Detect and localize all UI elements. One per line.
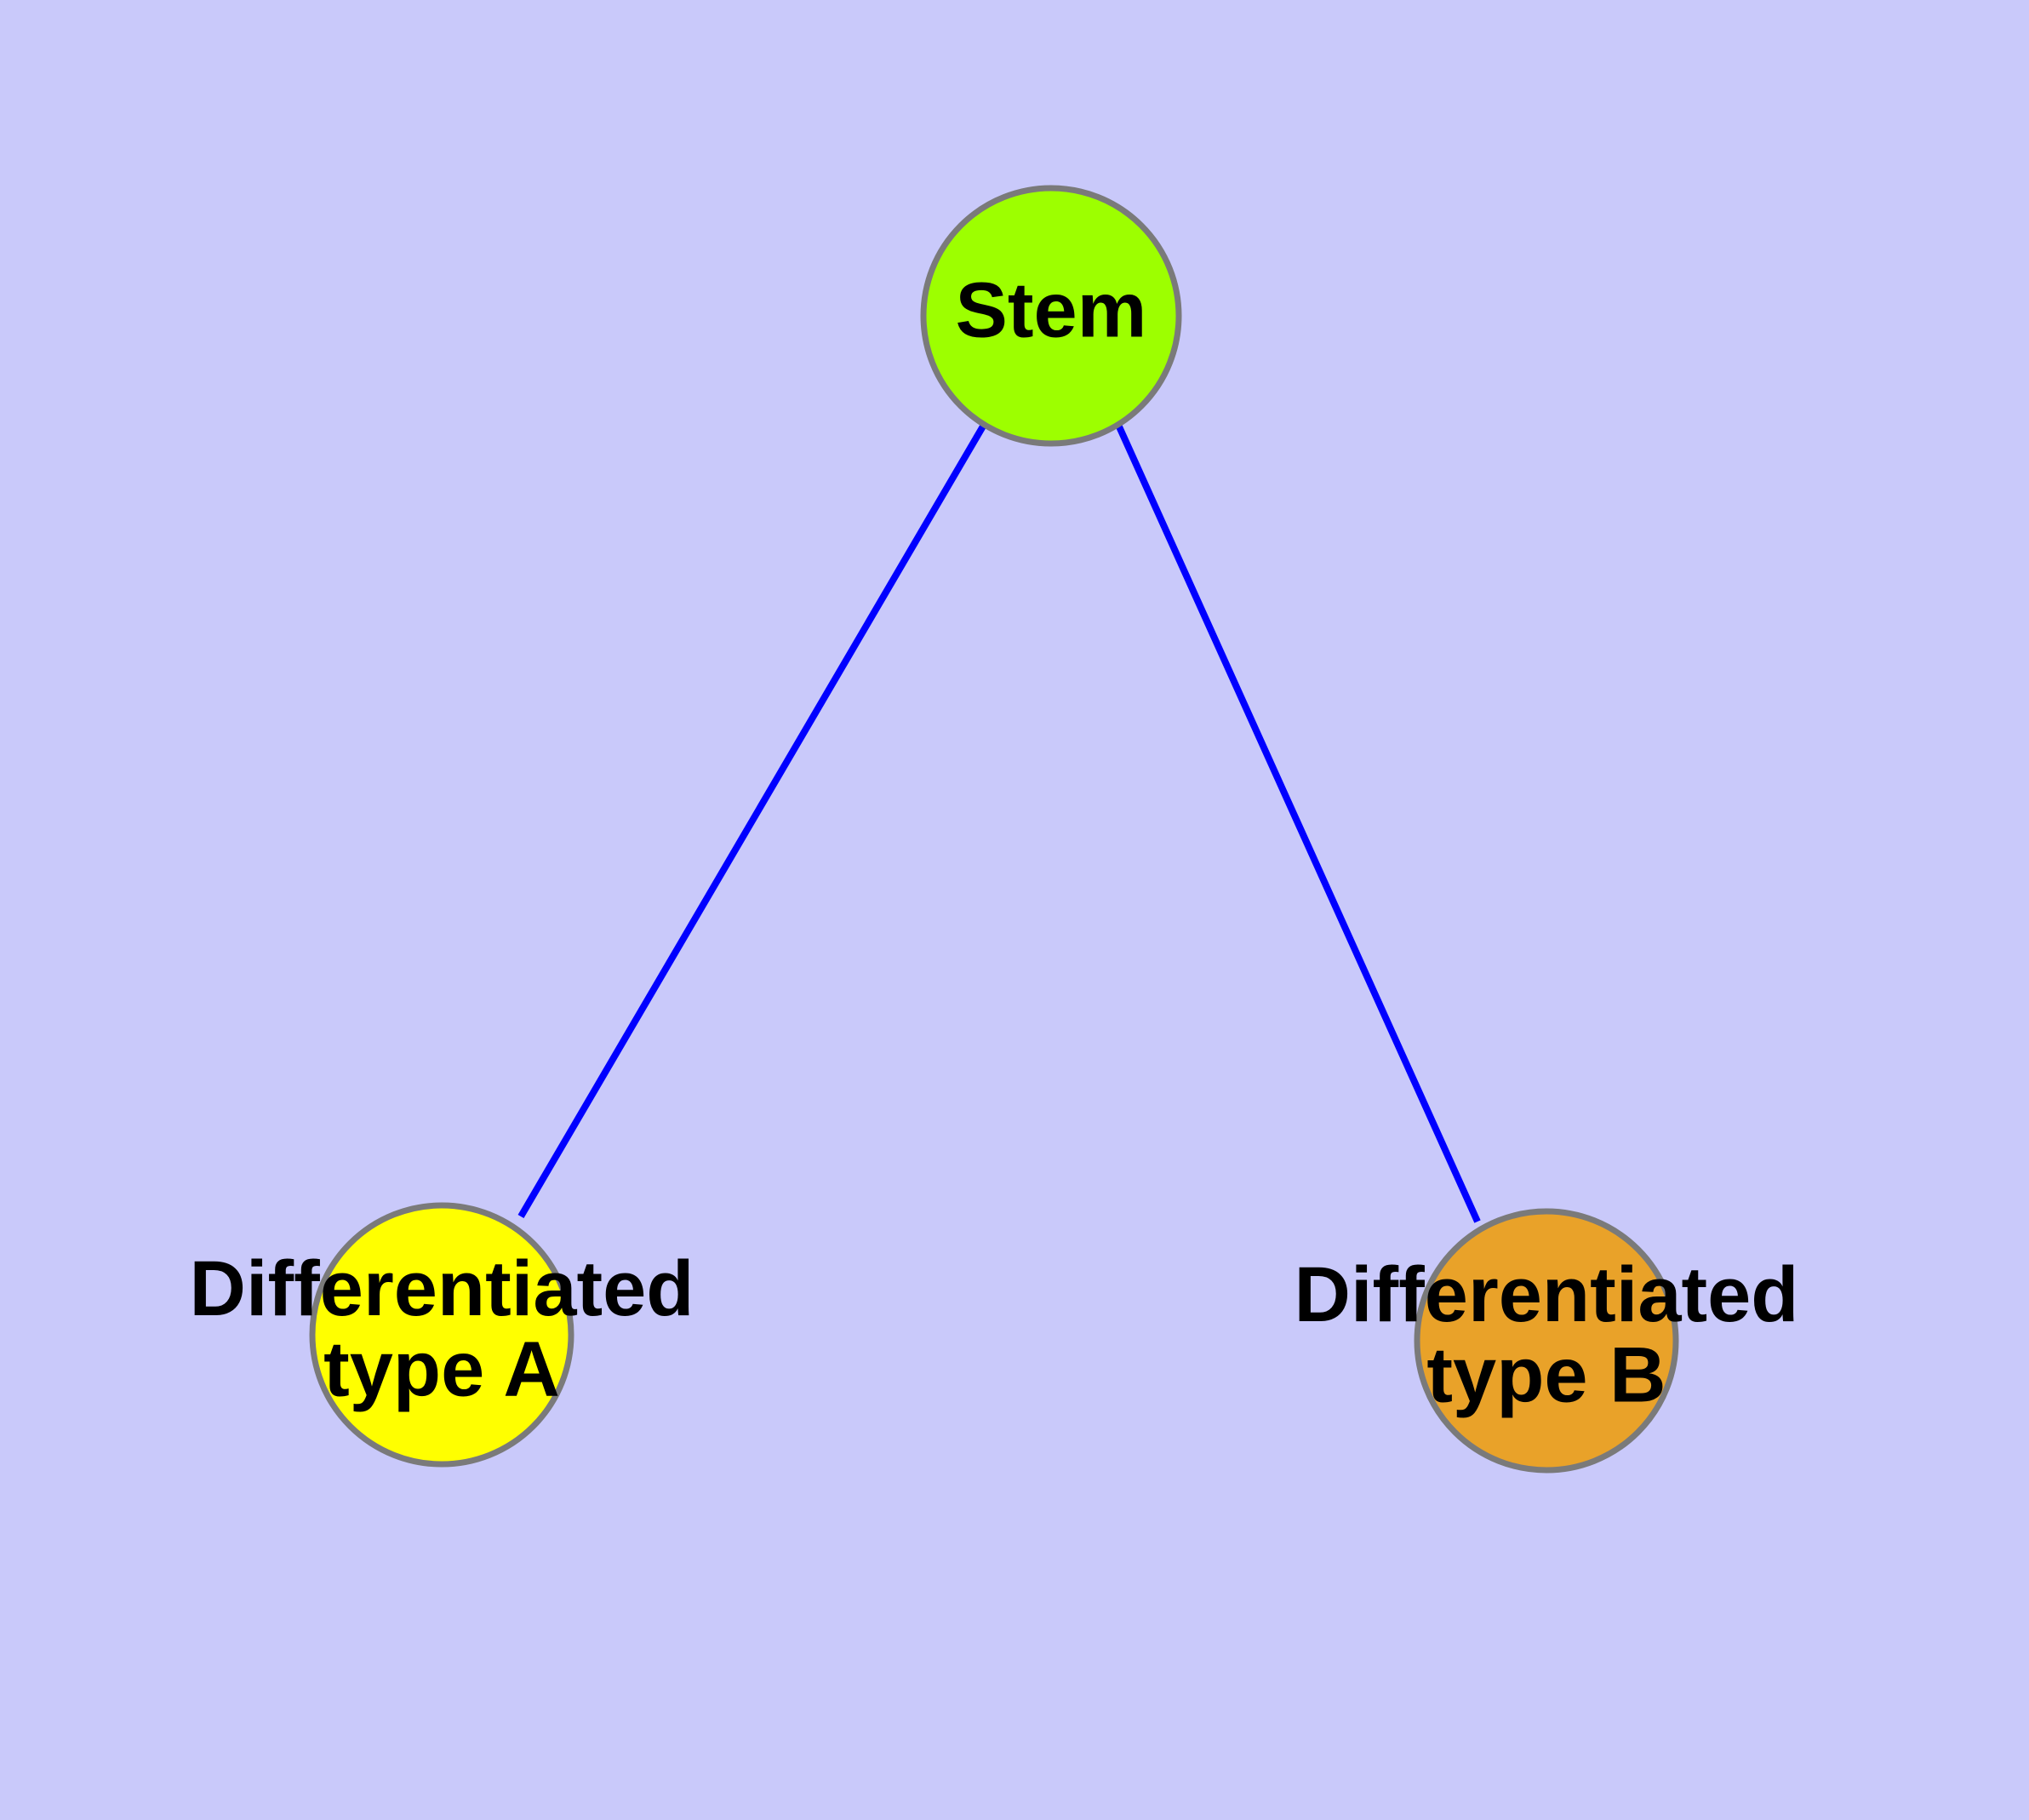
node-circle-stem[interactable] (920, 185, 1182, 447)
labels-layer: Stem Differentiated type A Differentiate… (190, 266, 1799, 1418)
nodes-layer (309, 185, 1679, 1474)
node-label-stem-line1: Stem (956, 266, 1147, 353)
node-label-diff-b-line1: Differentiated (1295, 1251, 1799, 1338)
node-stem[interactable] (920, 185, 1182, 447)
edge-stem-to-diff-b[interactable] (1115, 423, 1481, 1223)
node-diff-a[interactable] (309, 1202, 574, 1468)
node-diff-b[interactable] (1414, 1208, 1679, 1474)
node-label-diff-a-line2: type A (323, 1326, 560, 1413)
edge-stem-to-diff-a[interactable] (517, 422, 987, 1219)
edges-layer (517, 422, 1481, 1223)
node-circle-diff-a[interactable] (309, 1202, 574, 1468)
node-label-diff-b-line2: type B (1426, 1332, 1666, 1419)
node-circle-diff-b[interactable] (1414, 1208, 1679, 1474)
node-label-diff-a-line1: Differentiated (190, 1245, 694, 1332)
